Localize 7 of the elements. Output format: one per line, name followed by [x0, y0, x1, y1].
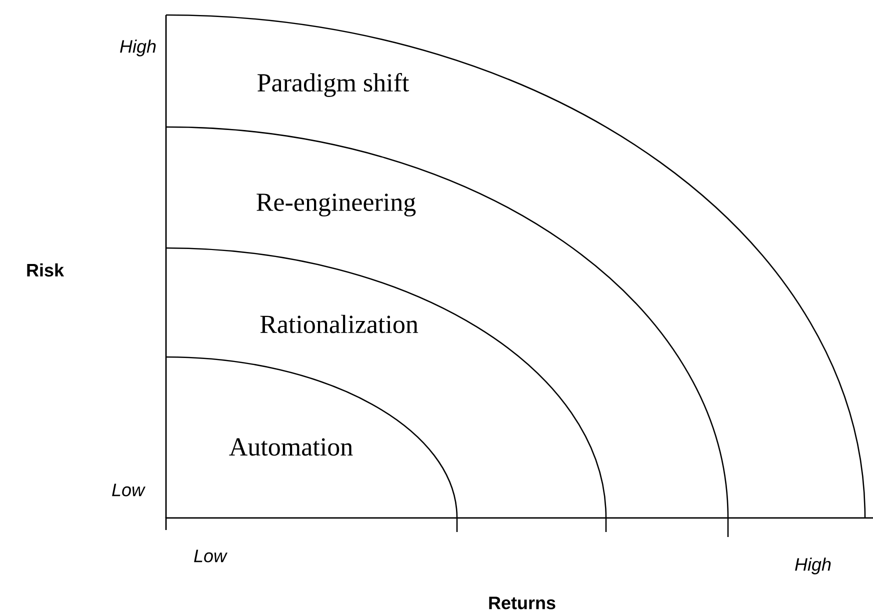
- axis-label: Returns: [489, 596, 556, 610]
- axis-label: Low: [112, 484, 146, 496]
- axis-label: High: [795, 558, 831, 574]
- axis-label: High: [120, 40, 156, 56]
- axis-label: Low: [194, 550, 228, 562]
- axis-label: Risk: [27, 263, 64, 277]
- band: Automation: [166, 356, 458, 532]
